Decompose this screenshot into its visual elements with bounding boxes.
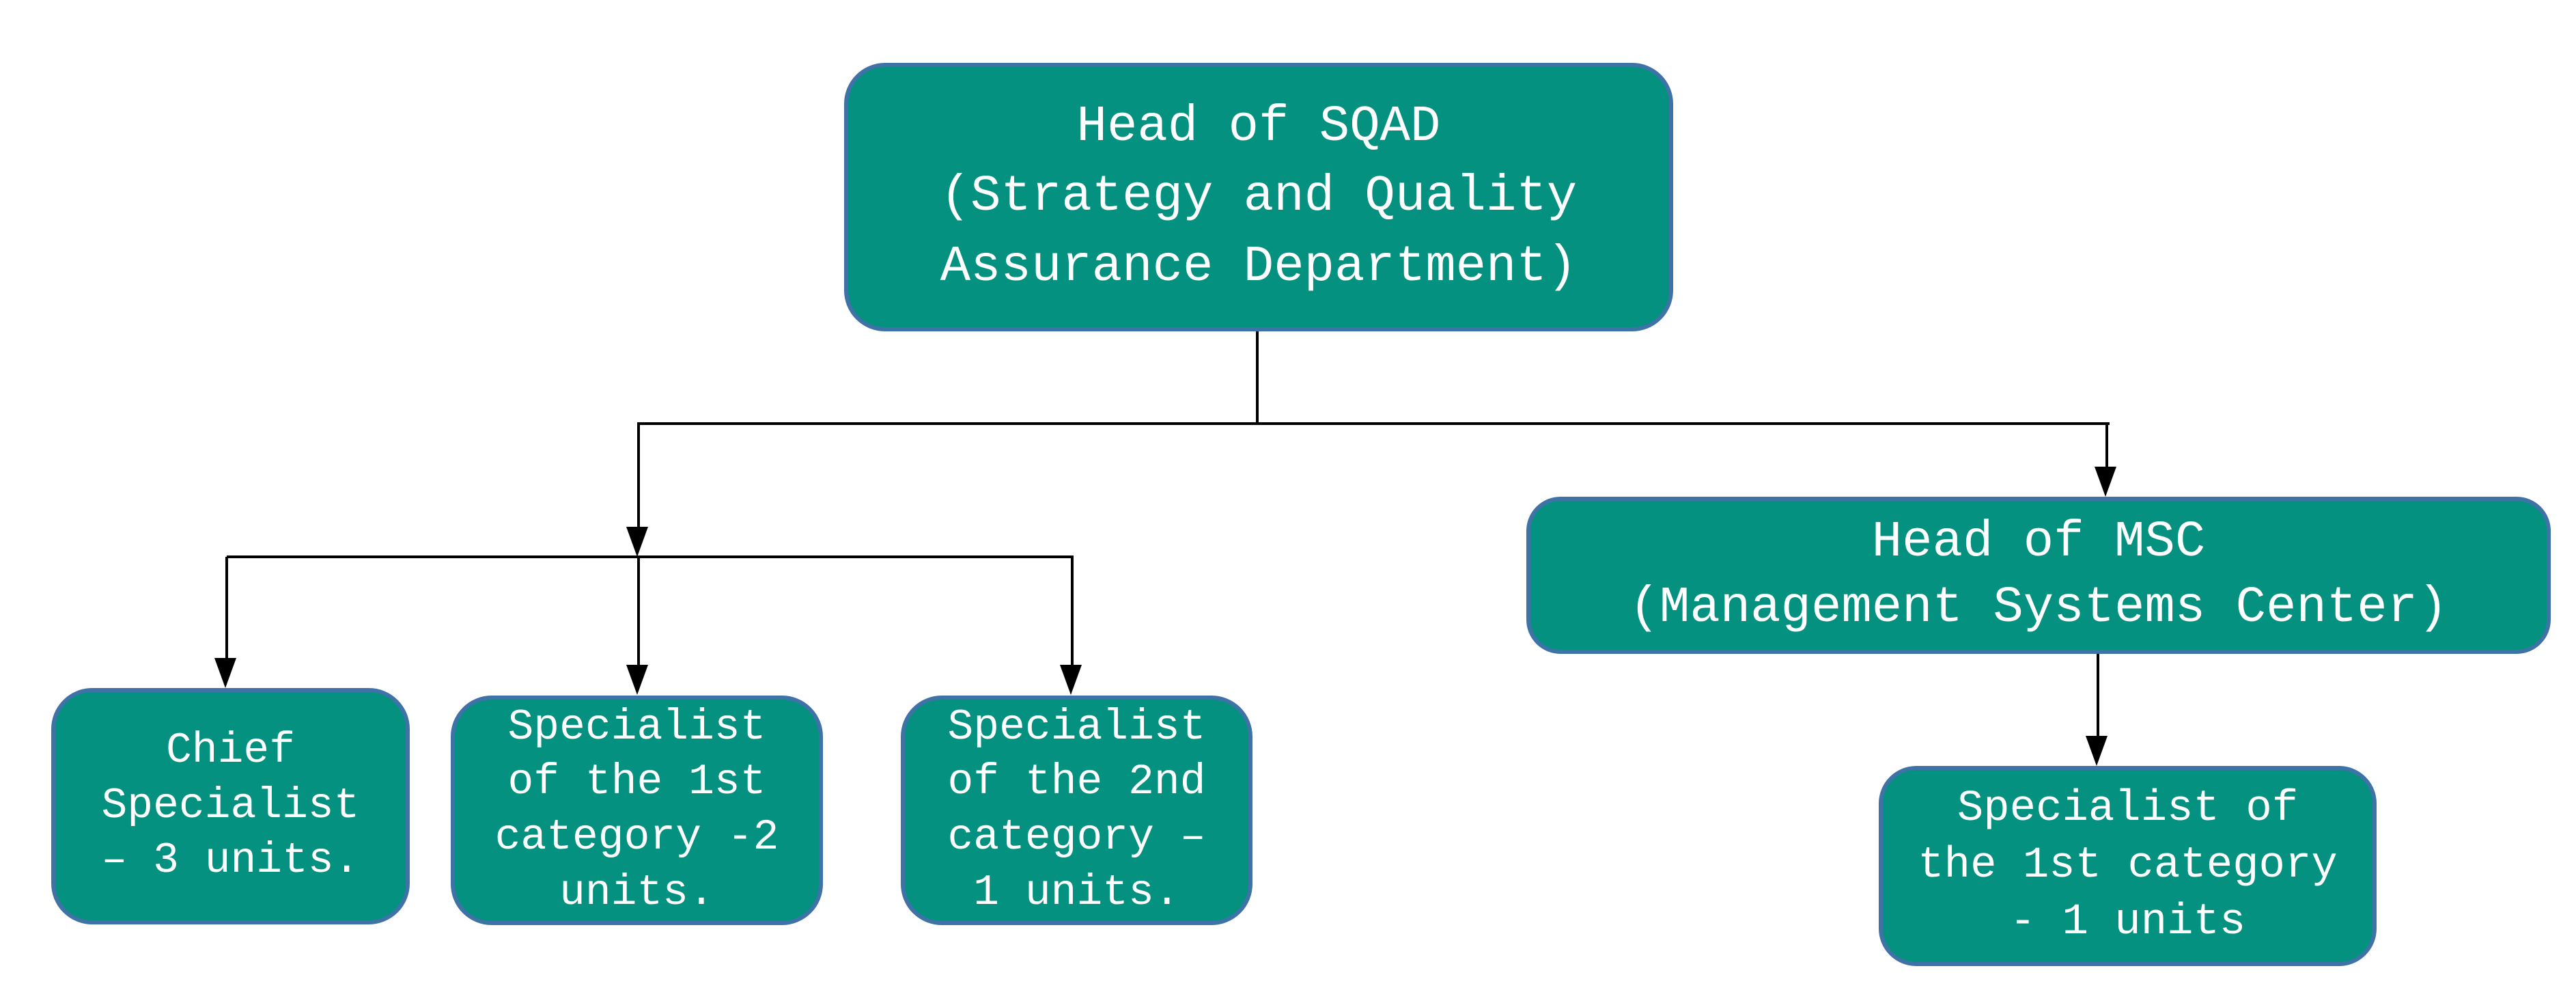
connector-line-to-chief: [225, 557, 228, 659]
arrow-down-icon: [626, 527, 648, 557]
arrow-down-icon: [2086, 736, 2108, 766]
connector-line-splitter-1: [639, 422, 2110, 425]
connector-line-sqad-stem: [1256, 330, 1259, 425]
node-msc-specialist-1st-category: Specialist of the 1st category - 1 units: [1879, 766, 2377, 966]
connector-line-to-spec-2nd: [1071, 557, 1074, 666]
node-head-of-msc: Head of MSC (Management Systems Center): [1526, 497, 2551, 654]
node-specialist-2nd-category: Specialist of the 2nd category – 1 units…: [901, 696, 1252, 925]
connector-line-splitter-2: [227, 555, 1074, 558]
connector-line-to-spec-1st: [637, 557, 640, 666]
connector-line-to-msc-spec: [2097, 652, 2099, 737]
arrow-down-icon: [1060, 665, 1082, 695]
node-chief-specialist: Chief Specialist – 3 units.: [51, 688, 410, 924]
node-specialist-1st-category: Specialist of the 1st category -2 units.: [451, 696, 823, 925]
node-head-of-sqad: Head of SQAD (Strategy and Quality Assur…: [844, 63, 1673, 331]
connector-line-right-branch: [2105, 422, 2108, 468]
arrow-down-icon: [2095, 467, 2116, 497]
arrow-down-icon: [214, 658, 236, 688]
connector-line-left-branch: [637, 422, 640, 528]
arrow-down-icon: [626, 665, 648, 695]
